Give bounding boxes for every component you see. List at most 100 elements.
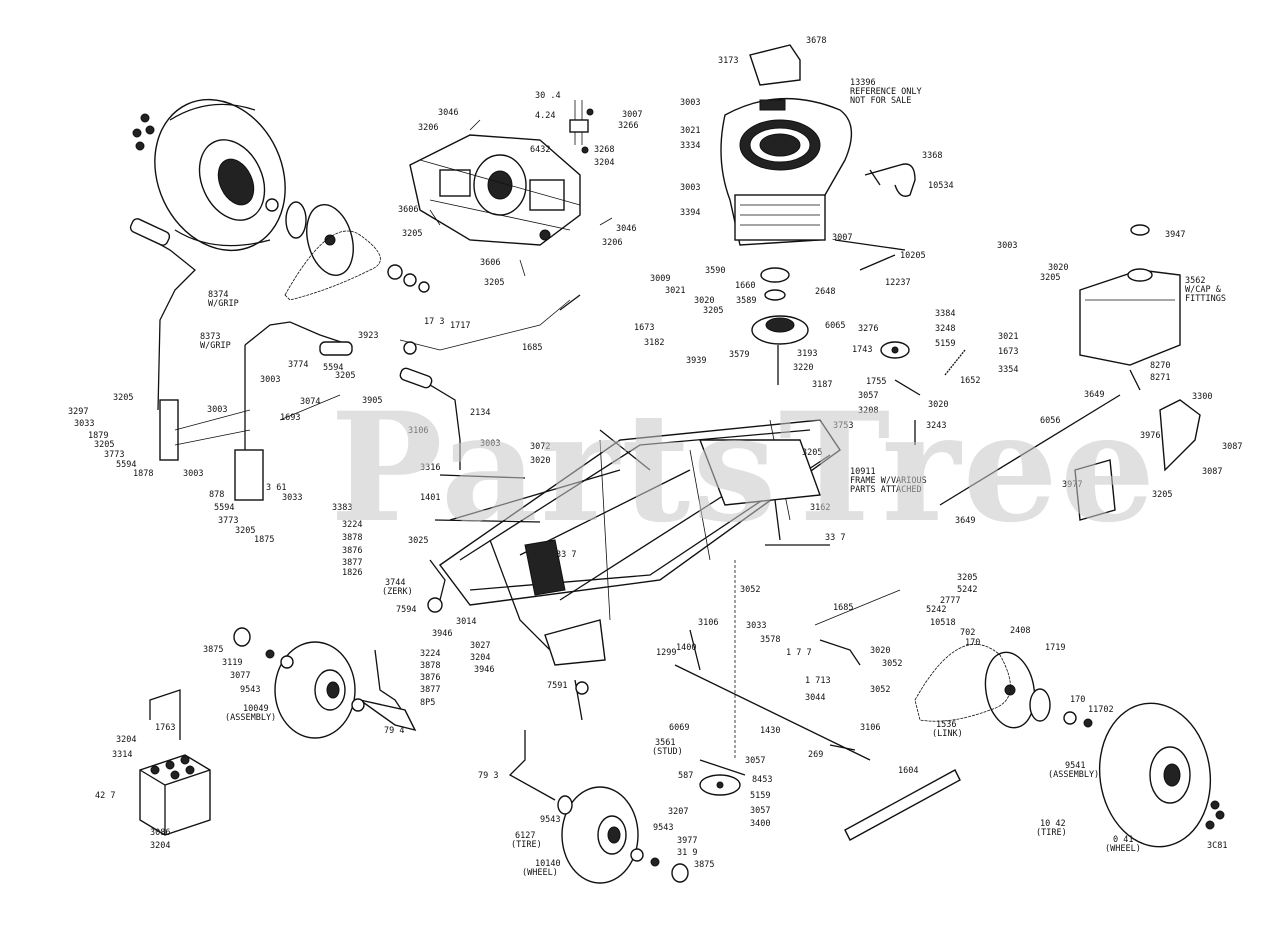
- label-fittings: FITTINGS: [1185, 294, 1226, 304]
- label-337a: 33 7: [556, 550, 576, 560]
- lug-nuts-top-left: [132, 113, 155, 151]
- label-6432: 6432: [530, 145, 550, 155]
- label-1743: 1743: [852, 345, 872, 355]
- label-1875: 1875: [254, 535, 274, 545]
- label-3334: 3334: [680, 141, 700, 151]
- label-3009: 3009: [650, 274, 670, 284]
- label-wheel2: (WHEEL): [1105, 844, 1141, 854]
- label-3003e: 3003: [207, 405, 227, 415]
- label-361: 3 61: [266, 483, 286, 493]
- label-3106b: 3106: [698, 618, 718, 628]
- label-3003a: 3003: [680, 98, 700, 108]
- label-8453: 8453: [752, 775, 772, 785]
- label-wcap: W/CAP &: [1185, 285, 1222, 295]
- label-3074: 3074: [300, 397, 320, 407]
- label-3021a: 3021: [680, 126, 700, 136]
- label-1430: 1430: [760, 726, 780, 736]
- label-1604: 1604: [898, 766, 918, 776]
- label-3025: 3025: [408, 536, 428, 546]
- label-1660: 1660: [735, 281, 755, 291]
- label-3744: 3744: [385, 578, 405, 588]
- label-3383: 3383: [332, 503, 352, 513]
- label-3033b: 3033: [282, 493, 302, 503]
- label-3649a: 3649: [1084, 390, 1104, 400]
- label-8373: 8373: [200, 332, 220, 342]
- label-3204d: 3204: [150, 841, 170, 851]
- label-3033a: 3033: [74, 419, 94, 429]
- rear-tire-right: [1098, 702, 1225, 848]
- label-1879: 1879: [88, 431, 108, 441]
- label-10049: 10049: [243, 704, 269, 714]
- label-177: 1 7 7: [786, 648, 812, 658]
- mid-linkage: [674, 560, 901, 796]
- label-1693: 1693: [280, 413, 300, 423]
- label-10205: 10205: [900, 251, 926, 261]
- label-3314: 3314: [112, 750, 132, 760]
- label-1401: 1401: [420, 493, 440, 503]
- label-3579: 3579: [729, 350, 749, 360]
- label-3119a: 3119: [222, 658, 242, 668]
- label-3020c: 3020: [928, 400, 948, 410]
- front-wheel-left: [233, 627, 365, 739]
- label-1673b: 1673: [998, 347, 1018, 357]
- label-3003d: 3003: [260, 375, 280, 385]
- label-3205h: 3205: [802, 448, 822, 458]
- battery: [139, 689, 211, 836]
- label-3266: 3266: [618, 121, 638, 131]
- rear-right-bracket: [939, 394, 1201, 521]
- label-1826: 1826: [342, 568, 362, 578]
- label-3368: 3368: [922, 151, 942, 161]
- label-3877a: 3877: [342, 558, 362, 568]
- muffler: [864, 163, 916, 197]
- label-3162: 3162: [810, 503, 830, 513]
- label-3268: 3268: [594, 145, 614, 155]
- label-3020d: 3020: [530, 456, 550, 466]
- label-3773b: 3773: [218, 516, 238, 526]
- label-wgrip1: W/GRIP: [208, 299, 239, 309]
- label-3106a: 3106: [408, 426, 428, 436]
- label-6056: 6056: [1040, 416, 1060, 426]
- label-3033c: 3033: [746, 621, 766, 631]
- label-3057b: 3057: [745, 756, 765, 766]
- lift-handle: [399, 367, 461, 470]
- label-9543a: 9543: [240, 685, 260, 695]
- rear-tire-left: [154, 98, 286, 252]
- engine-pulleys: [751, 239, 906, 385]
- label-assembly1: (ASSEMBLY): [225, 713, 276, 723]
- label-3204a: 3204: [594, 158, 614, 168]
- label-13396: 13396: [850, 78, 876, 88]
- engine-bracket: [749, 44, 801, 86]
- label-10140: 10140: [535, 859, 561, 869]
- label-3875b: 3875: [694, 860, 714, 870]
- label-11702: 11702: [1088, 705, 1114, 715]
- label-9543c: 9543: [653, 823, 673, 833]
- label-702: 702: [960, 628, 975, 638]
- label-3561: 3561: [655, 738, 675, 748]
- label-794: 79 4: [384, 726, 404, 736]
- label-3877b: 3877: [420, 685, 440, 695]
- label-3590: 3590: [705, 266, 725, 276]
- label-3007a: 3007: [832, 233, 852, 243]
- label-3297: 3297: [68, 407, 88, 417]
- label-3027: 3027: [470, 641, 490, 651]
- label-1536: 1536: [936, 720, 956, 730]
- label-3204c: 3204: [116, 735, 136, 745]
- label-3208: 3208: [858, 406, 878, 416]
- label-3206b: 3206: [602, 238, 622, 248]
- label-3276: 3276: [858, 324, 878, 334]
- label-9543b: 9543: [540, 815, 560, 825]
- label-3003f: 3003: [480, 439, 500, 449]
- label-10911: 10911: [850, 467, 876, 477]
- label-3014: 3014: [456, 617, 476, 627]
- label-3205k: 3205: [957, 573, 977, 583]
- label-3300: 3300: [1192, 392, 1212, 402]
- label-3774: 3774: [288, 360, 308, 370]
- label-5242b: 5242: [926, 605, 946, 615]
- label-3087b: 3087: [1202, 467, 1222, 477]
- label-3206a: 3206: [418, 123, 438, 133]
- label-3207: 3207: [668, 807, 688, 817]
- spindle-center: [508, 679, 589, 801]
- label-3007b: 3007: [622, 110, 642, 120]
- label-3205i: 3205: [1152, 490, 1172, 500]
